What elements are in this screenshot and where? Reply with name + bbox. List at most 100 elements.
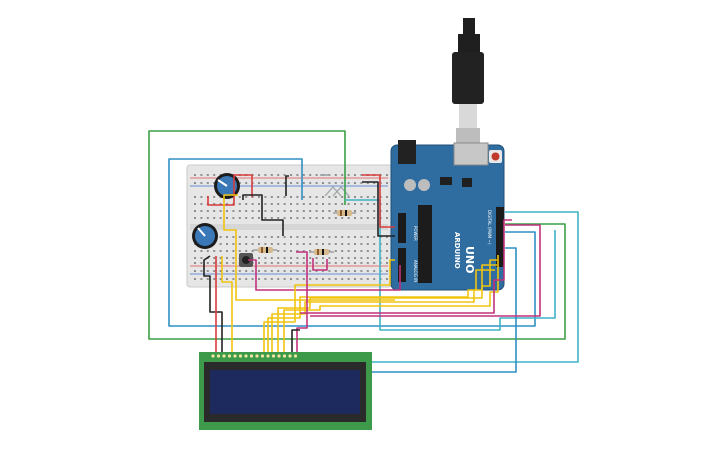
- breadboard-hole: [366, 257, 369, 259]
- breadboard-hole: [226, 270, 228, 272]
- breadboard-hole: [277, 243, 280, 245]
- breadboard-hole: [354, 257, 356, 259]
- breadboard-hole: [213, 203, 216, 205]
- breadboard-hole: [194, 278, 196, 280]
- breadboard-hole: [238, 250, 241, 252]
- breadboard-hole: [213, 182, 216, 184]
- breadboard-hole: [347, 236, 350, 238]
- lcd-16x2-display[interactable]: [199, 352, 372, 430]
- black-wire: [242, 194, 284, 236]
- breadboard-hole: [290, 174, 292, 176]
- breadboard-hole: [309, 196, 312, 198]
- breadboard-hole: [334, 262, 337, 264]
- breadboard-hole: [270, 243, 273, 245]
- breadboard-hole: [296, 196, 299, 198]
- breadboard-hole: [270, 278, 273, 280]
- lcd-pin: [222, 354, 226, 358]
- breadboard-hole: [226, 210, 228, 212]
- breadboard-hole: [302, 203, 305, 205]
- breadboard-hole: [283, 196, 286, 198]
- breadboard-hole: [386, 243, 388, 245]
- breadboard-hole: [238, 210, 241, 212]
- lcd-pin: [255, 354, 259, 358]
- breadboard-hole: [270, 262, 273, 264]
- lcd-pin: [249, 354, 254, 358]
- breadboard-hole: [245, 217, 248, 219]
- breadboard-hole: [238, 203, 241, 205]
- breadboard-hole: [360, 182, 363, 184]
- breadboard-hole: [373, 203, 376, 205]
- black-wire: [291, 329, 300, 352]
- analog-label: ANALOG IN: [413, 260, 418, 282]
- digital-header: [496, 207, 504, 267]
- breadboard-hole: [277, 174, 280, 176]
- black-wire: [362, 181, 395, 237]
- breadboard-hole: [258, 243, 260, 245]
- breadboard-hole: [360, 210, 363, 212]
- breadboard-hole: [213, 210, 216, 212]
- breadboard-hole: [341, 278, 344, 280]
- breadboard-hole: [290, 182, 292, 184]
- breadboard-hole: [290, 262, 292, 264]
- breadboard-hole: [334, 203, 337, 205]
- breadboard-holes: [194, 174, 388, 280]
- breadboard-hole: [270, 182, 273, 184]
- breadboard-hole: [366, 270, 369, 272]
- breadboard-hole: [360, 262, 363, 264]
- breadboard-hole: [258, 270, 260, 272]
- black-wire: [203, 255, 223, 352]
- breadboard-hole: [194, 257, 196, 259]
- arduino-uno-board[interactable]: ARDUINO UNO DIGITAL (PWM ~) POWER ANALOG…: [390, 140, 505, 291]
- breadboard-hole: [360, 250, 363, 252]
- lcd-pin: [216, 354, 221, 358]
- breadboard-hole: [302, 174, 305, 176]
- breadboard-hole: [328, 196, 331, 198]
- breadboard-hole: [232, 257, 235, 259]
- breadboard-hole: [328, 250, 331, 252]
- yellow-wire: [271, 264, 497, 352]
- breadboard-hole: [200, 250, 203, 252]
- breadboard-hole: [309, 236, 312, 238]
- breadboard-hole: [290, 210, 292, 212]
- pushbutton[interactable]: [239, 253, 253, 267]
- breadboard-hole: [258, 262, 260, 264]
- breadboard-hole: [315, 262, 318, 264]
- breadboard-hole: [315, 182, 318, 184]
- breadboard-hole: [334, 196, 337, 198]
- breadboard-hole: [386, 182, 388, 184]
- breadboard-hole: [283, 262, 286, 264]
- breadboard-hole: [213, 196, 216, 198]
- breadboard-hole: [200, 203, 203, 205]
- breadboard-hole: [264, 262, 267, 264]
- breadboard-hole: [270, 257, 273, 259]
- breadboard-hole: [194, 174, 196, 176]
- breadboard-hole: [219, 250, 222, 252]
- breadboard-hole: [296, 182, 299, 184]
- breadboard-hole: [373, 196, 376, 198]
- breadboard-hole: [354, 278, 356, 280]
- capacitor-1: [404, 179, 416, 191]
- breadboard-hole: [213, 278, 216, 280]
- breadboard-hole: [264, 278, 267, 280]
- breadboard-hole: [296, 250, 299, 252]
- breadboard-hole: [373, 210, 376, 212]
- breadboard-hole: [245, 210, 248, 212]
- lcd-pin: [233, 354, 237, 358]
- breadboard-hole: [334, 270, 337, 272]
- breadboard-hole: [341, 257, 344, 259]
- breadboard-hole: [194, 182, 196, 184]
- breadboard-hole: [290, 243, 292, 245]
- breadboard-hole: [238, 270, 241, 272]
- breadboard-hole: [258, 217, 260, 219]
- breadboard-hole: [354, 217, 356, 219]
- lcd-pin: [266, 354, 270, 358]
- breadboard-hole: [226, 203, 228, 205]
- breadboard-hole: [232, 210, 235, 212]
- breadboard-hole: [341, 203, 344, 205]
- breadboard-hole: [347, 270, 350, 272]
- breadboard-hole: [290, 257, 292, 259]
- potentiometer-adjust[interactable]: [192, 223, 218, 249]
- breadboard-hole: [226, 217, 228, 219]
- yellow-wire: [277, 259, 497, 352]
- breadboard-hole: [238, 182, 241, 184]
